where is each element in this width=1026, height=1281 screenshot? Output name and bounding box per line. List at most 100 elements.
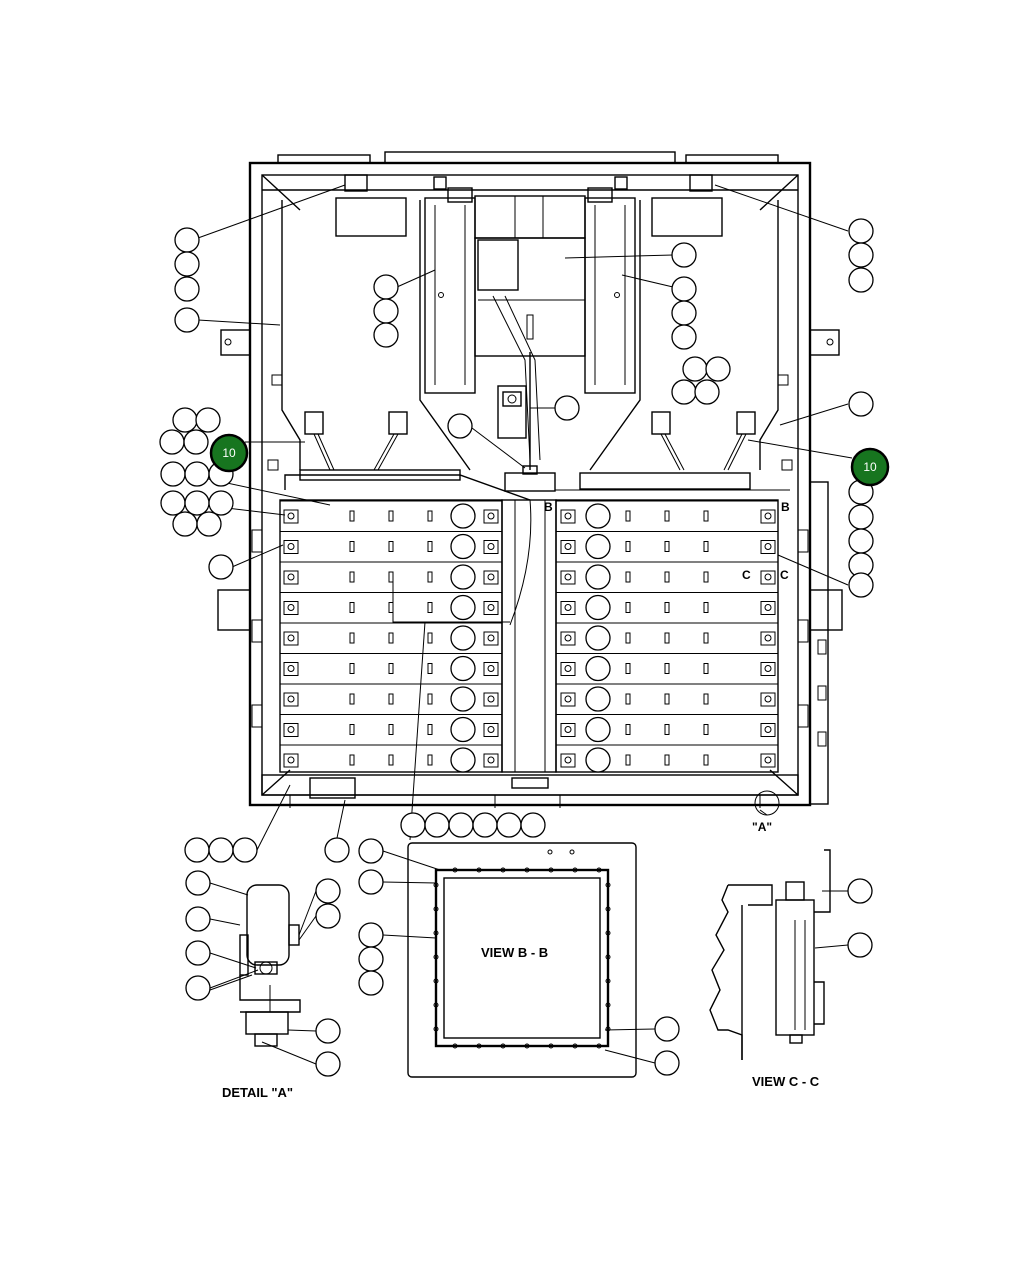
vent-slot	[664, 541, 670, 552]
leader-line	[184, 473, 331, 506]
terminal-bolt	[287, 726, 295, 733]
terminal-bolt	[487, 573, 495, 581]
terminal-block	[283, 570, 299, 585]
terminal-block	[483, 540, 499, 554]
terminal-block	[283, 662, 299, 676]
terminal-block	[760, 692, 776, 707]
callout-balloon	[424, 812, 450, 838]
terminal-bolt	[564, 604, 572, 611]
detail-a	[239, 884, 301, 1047]
terminal-bolt	[287, 512, 295, 520]
vent-slot	[664, 754, 670, 766]
terminal-block	[283, 509, 299, 524]
callout-balloon	[848, 572, 874, 598]
callout-balloon	[160, 461, 186, 487]
callout-10-right-label: 10	[863, 460, 877, 474]
vent-slot	[703, 571, 709, 583]
terminal-bolt	[487, 634, 495, 642]
leader-line	[197, 184, 346, 239]
terminal-block	[483, 753, 499, 768]
terminal-bolt	[764, 604, 772, 611]
vent-slot	[349, 724, 355, 735]
vent-slot	[388, 693, 394, 705]
callout-balloon	[447, 413, 473, 439]
terminal-bolt	[487, 543, 495, 550]
leader-line	[564, 254, 674, 259]
terminal-block	[283, 601, 299, 615]
vent-slot	[427, 693, 433, 705]
callout-balloon	[174, 276, 200, 302]
callout-balloon	[185, 906, 211, 932]
terminal-bolt	[564, 695, 572, 703]
leader-line	[256, 784, 291, 851]
callout-balloon	[373, 274, 399, 300]
callout-balloon	[671, 379, 697, 405]
cell-balloon	[450, 594, 476, 621]
terminal-bolt	[564, 512, 572, 520]
vent-slot	[664, 693, 670, 705]
vent-slot	[349, 754, 355, 766]
callout-balloon	[671, 300, 697, 326]
leader-line	[336, 799, 346, 839]
vent-slot	[703, 693, 709, 705]
callout-balloon	[848, 218, 874, 244]
terminal-bolt	[287, 634, 295, 642]
callout-balloon	[172, 511, 198, 537]
terminal-bolt	[764, 665, 772, 672]
callout-balloon	[184, 837, 210, 863]
cell-balloon	[585, 625, 611, 651]
callout-10-right[interactable]: 10	[747, 439, 890, 487]
cell-balloon	[450, 533, 476, 560]
vent-slot	[703, 541, 709, 552]
terminal-block	[760, 540, 776, 554]
cell-balloon	[585, 747, 611, 773]
vent-slot	[427, 663, 433, 674]
vent-slot	[625, 754, 631, 766]
callout-balloon	[315, 878, 341, 904]
battery-trays	[261, 499, 799, 1049]
cell-balloon	[450, 503, 476, 529]
cell-balloon	[585, 503, 611, 529]
vent-slot	[349, 510, 355, 522]
terminal-block	[560, 723, 576, 737]
terminal-block	[560, 662, 576, 676]
cell-balloon	[450, 655, 476, 682]
detail-a-ref: "A"	[752, 820, 772, 834]
terminal-bolt	[564, 756, 572, 764]
terminal-block	[283, 753, 299, 768]
vent-slot	[625, 693, 631, 705]
leader-line	[396, 269, 436, 288]
leader-line	[209, 974, 253, 991]
vent-slot	[349, 571, 355, 583]
callout-balloon	[358, 838, 384, 864]
callout-balloon	[324, 837, 350, 863]
vent-slot	[349, 602, 355, 613]
callout-10-left[interactable]: 10	[209, 433, 305, 473]
leader-line	[471, 427, 526, 469]
terminal-bolt	[564, 573, 572, 581]
terminal-block	[760, 662, 776, 676]
callout-balloon	[848, 528, 874, 554]
callout-balloon	[682, 356, 708, 382]
vent-slot	[625, 724, 631, 735]
vent-slot	[703, 510, 709, 522]
vent-slot	[349, 632, 355, 644]
leader-line	[714, 184, 849, 232]
terminal-block	[560, 601, 576, 615]
callout-balloon	[400, 812, 426, 838]
view-cc-title: VIEW C - C	[752, 1074, 820, 1089]
callout-balloon	[496, 812, 522, 838]
vent-slot	[427, 541, 433, 552]
callout-balloon	[185, 870, 211, 896]
callout-balloon	[315, 1018, 341, 1044]
callout-balloon	[208, 554, 234, 580]
cell-balloon	[450, 686, 476, 712]
vent-slot	[703, 602, 709, 613]
terminal-bolt	[564, 634, 572, 642]
callout-balloon	[195, 407, 221, 433]
terminal-bolt	[487, 512, 495, 520]
terminal-bolt	[764, 726, 772, 733]
terminal-block	[283, 692, 299, 707]
vent-slot	[703, 632, 709, 644]
leader-line	[298, 890, 317, 936]
